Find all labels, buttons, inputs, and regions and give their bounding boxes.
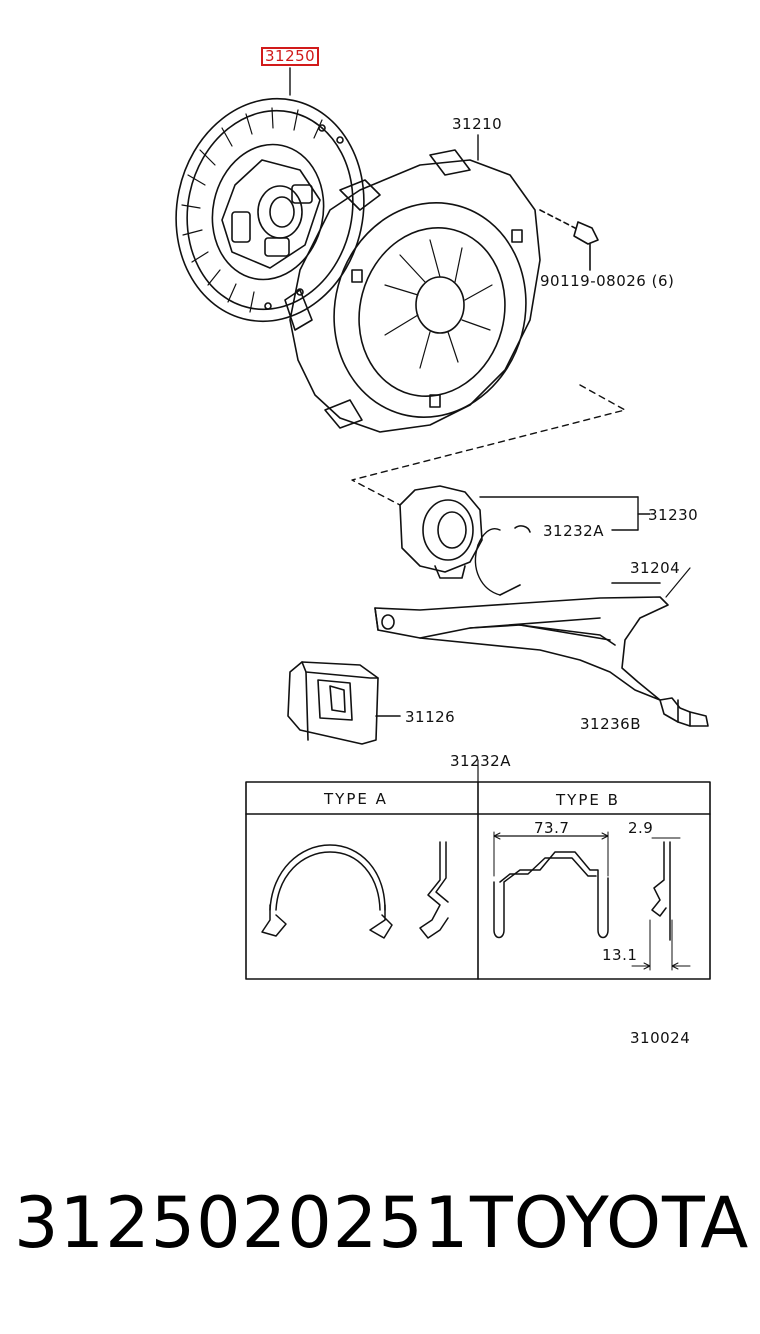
clutch-disc-drawing [175,67,365,323]
part-label-boot[interactable]: 31126 [405,708,456,726]
part-label-release-bearing[interactable]: 31230 [648,506,699,524]
release-bearing-drawing [399,485,531,596]
bearing-bracket [479,496,651,531]
clutch-exploded-diagram [175,67,711,980]
part-label-bearing-clip[interactable]: 31232A [543,522,604,540]
clip-type-table [245,759,711,980]
type-a-header: TYPE A [324,790,388,808]
assembly-lines [351,384,626,506]
brand-title: TOYOTA [470,1182,750,1264]
part-number-title: 3125020251 [14,1182,470,1264]
diagram-code: 310024 [630,1029,691,1047]
dimension-width: 73.7 [534,819,570,837]
part-label-release-fork[interactable]: 31204 [630,559,681,577]
type-a-clip-drawing [261,841,449,939]
fork-support-drawing [659,697,709,727]
type-b-clip-drawing [493,831,691,971]
clip-table-title: 31232A [450,752,511,770]
type-b-header: TYPE B [556,791,620,809]
part-label-clutch-disc[interactable]: 31250 [261,47,320,66]
dimension-thickness: 2.9 [628,819,654,837]
release-fork-drawing [374,567,691,701]
bolt-drawing [539,209,599,271]
part-label-clutch-cover[interactable]: 31210 [452,115,503,133]
dimension-height: 13.1 [602,946,638,964]
boot-drawing [287,661,401,745]
clutch-cover-drawing [284,134,541,433]
part-label-fork-support[interactable]: 31236B [580,715,642,733]
part-label-bolt[interactable]: 90119-08026 (6) [540,272,675,290]
